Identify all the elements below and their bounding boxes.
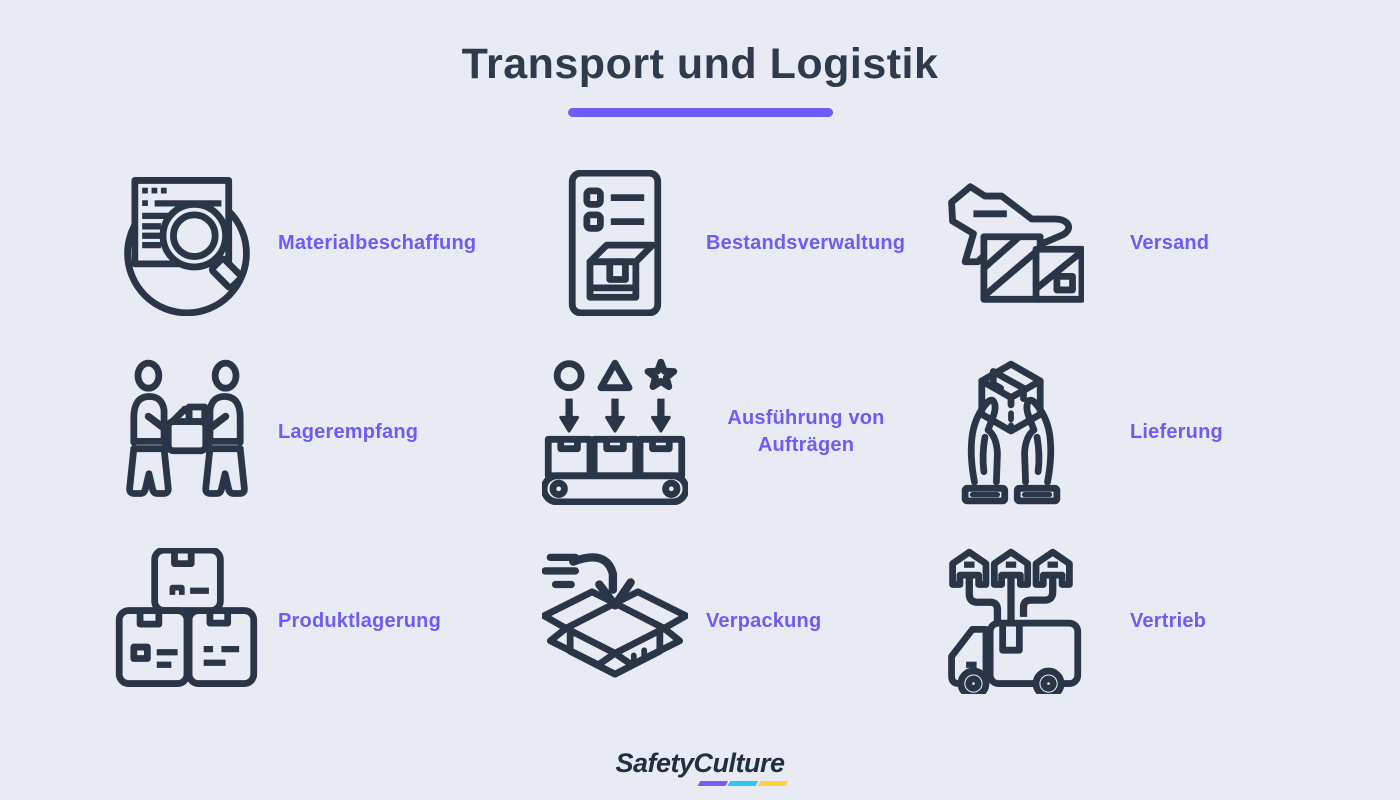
search-document-icon bbox=[112, 168, 262, 318]
item-label: Lieferung bbox=[1130, 420, 1223, 443]
logo-underline-segment-1 bbox=[697, 780, 728, 785]
open-box-packing-icon bbox=[540, 546, 690, 696]
logo-underline bbox=[697, 780, 788, 785]
workers-handover-icon bbox=[112, 357, 262, 507]
grid-item: Versand bbox=[936, 150, 1296, 336]
safetyculture-logo: SafetyCulture bbox=[615, 748, 788, 785]
logo-text-safety: Safety bbox=[615, 748, 694, 778]
item-label: Produktlagerung bbox=[278, 609, 442, 632]
item-label: Bestandsverwaltung bbox=[706, 231, 906, 254]
grid-item: Lieferung bbox=[936, 336, 1296, 528]
grid-item: Vertrieb bbox=[936, 528, 1296, 714]
items-grid: Materialbeschaffung Bestandsverwaltung V… bbox=[112, 150, 1296, 714]
item-label: Lagerempfang bbox=[278, 420, 419, 443]
grid-item: Ausführung von Aufträgen bbox=[540, 336, 936, 528]
page-title: Transport und Logistik bbox=[461, 40, 939, 88]
logo-underline-segment-2 bbox=[727, 780, 758, 785]
grid-item: Produktlagerung bbox=[112, 528, 540, 714]
delivery-truck-routes-icon bbox=[936, 546, 1086, 696]
inventory-checklist-icon bbox=[540, 168, 690, 318]
stacked-boxes-icon bbox=[112, 546, 262, 696]
grid-item: Verpackung bbox=[540, 528, 936, 714]
title-underline bbox=[567, 108, 833, 117]
item-label: Ausführung von Aufträgen bbox=[727, 407, 885, 456]
grid-item: Materialbeschaffung bbox=[112, 150, 540, 336]
grid-item: Bestandsverwaltung bbox=[540, 150, 936, 336]
item-label: Materialbeschaffung bbox=[278, 231, 477, 254]
item-label: Vertrieb bbox=[1130, 609, 1207, 632]
grid-item: Lagerempfang bbox=[112, 336, 540, 528]
header: Transport und Logistik bbox=[0, 40, 1400, 117]
logo-text-culture: Culture bbox=[693, 748, 786, 778]
airplane-cargo-icon bbox=[936, 168, 1086, 318]
footer: SafetyCulture bbox=[0, 748, 1400, 785]
conveyor-sorting-icon bbox=[540, 357, 690, 507]
item-label: Versand bbox=[1130, 231, 1210, 254]
logo-underline-segment-3 bbox=[757, 780, 788, 785]
hands-package-icon bbox=[936, 357, 1086, 507]
item-label: Verpackung bbox=[706, 609, 822, 632]
